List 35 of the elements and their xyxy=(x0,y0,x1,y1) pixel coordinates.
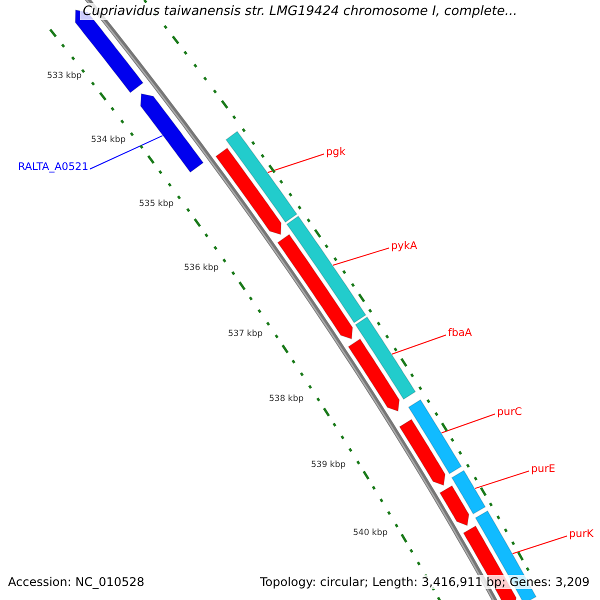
scale-label: 537 kbp xyxy=(228,329,263,339)
gene-bar xyxy=(286,215,366,324)
gene-feature xyxy=(439,485,470,526)
gene-feature xyxy=(215,147,282,236)
scale-label: 540 kbp xyxy=(353,528,388,538)
gene-label: purK xyxy=(569,528,594,540)
gene-bar xyxy=(225,130,298,223)
gene-label: RALTA_A0521 xyxy=(18,161,88,173)
leader-line xyxy=(391,334,446,355)
leader-line xyxy=(90,135,163,170)
gene-label: pykA xyxy=(391,240,418,252)
gene-label: purE xyxy=(531,463,556,475)
info-text: Topology: circular; Length: 3,416,911 bp; Genes: 3,209 xyxy=(260,575,590,589)
gene-label: purC xyxy=(497,406,522,418)
gene-feature xyxy=(348,338,400,412)
scale-label: 536 kbp xyxy=(184,263,219,273)
gene-bar xyxy=(408,399,462,474)
gene-feature xyxy=(140,93,204,173)
scale-label: 534 kbp xyxy=(91,135,126,145)
scale-label: 538 kbp xyxy=(269,394,304,404)
leader-line xyxy=(512,536,568,554)
leader-line xyxy=(267,154,324,173)
scale-label: 533 kbp xyxy=(47,71,82,81)
gene-label: fbaA xyxy=(448,327,472,339)
gene-bar xyxy=(354,316,416,400)
gene-feature xyxy=(277,234,354,340)
gene-feature xyxy=(398,418,446,486)
gene-label: pgk xyxy=(326,146,346,158)
gene-bar xyxy=(451,470,486,515)
info-text: Accession: NC_010528 xyxy=(8,575,144,589)
leader-line xyxy=(441,414,496,434)
scale-label: 535 kbp xyxy=(139,199,174,209)
leader-line xyxy=(332,248,390,266)
scale-label: 539 kbp xyxy=(311,460,346,470)
leader-line xyxy=(474,470,530,489)
